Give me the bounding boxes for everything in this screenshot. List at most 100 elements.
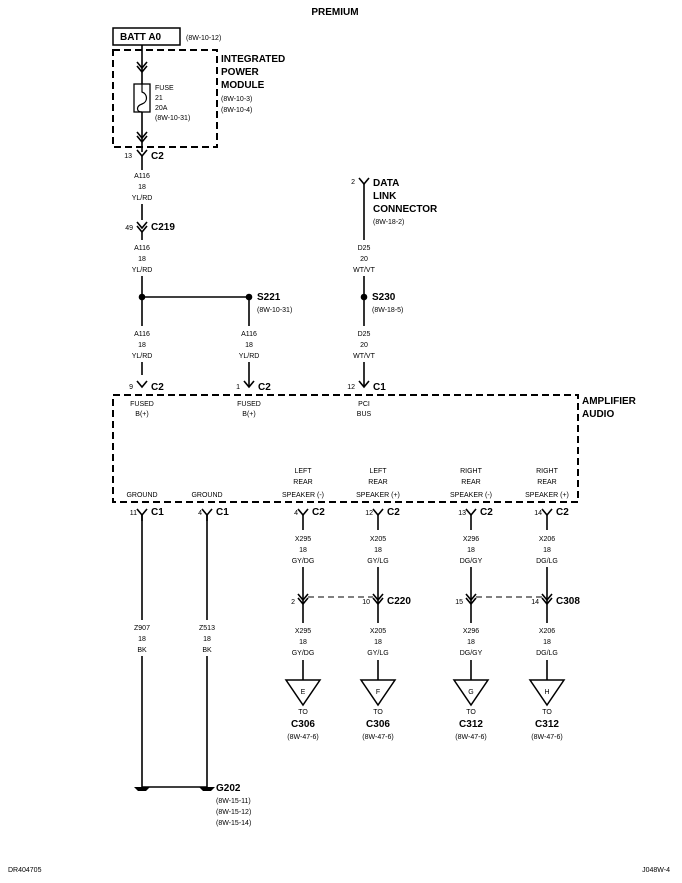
off-page-connector-2-conn: C312 xyxy=(459,719,483,730)
fuse-label-4: (8W-10-31) xyxy=(155,115,190,122)
speaker-wire-1-circuit-upper: X205 xyxy=(370,536,386,543)
amp-conn-3-label-1: PCI xyxy=(358,401,370,408)
g202-ref-1: (8W-15-11) xyxy=(216,798,251,805)
speaker-wire-0-color-lower: GY/DG xyxy=(292,650,315,657)
d25-gauge-2: 20 xyxy=(360,342,368,349)
d25-circuit-2: D25 xyxy=(358,331,371,338)
d25-label-bg-1 xyxy=(348,240,380,276)
mid-connector-2-pin: 15 xyxy=(455,599,463,606)
a116-color-1: YL/RD xyxy=(132,195,153,202)
amplifier-name-2: AUDIO xyxy=(582,409,614,420)
speaker-wire-3-color-upper: DG/LG xyxy=(536,558,558,565)
amp-connector-fused-2: 1 C2 FUSED B(+) xyxy=(236,380,271,418)
c2-top-pin: 13 xyxy=(124,153,132,160)
a116-color-2: YL/RD xyxy=(132,267,153,274)
ground-symbol-2-icon xyxy=(199,787,215,791)
off-page-connector-3-letter: H xyxy=(544,689,549,696)
off-page-connector-0-conn: C306 xyxy=(291,719,315,730)
off-page-connector-3-conn: C312 xyxy=(535,719,559,730)
batt-ref: (8W-10-12) xyxy=(186,35,221,42)
terminal-0-name: C1 xyxy=(151,507,164,518)
dlc-name-3: CONNECTOR xyxy=(373,204,438,215)
speaker-wire-1-gauge-upper: 18 xyxy=(374,547,382,554)
amp-conn-2-label-2: B(+) xyxy=(242,411,255,418)
footer-left: DR404705 xyxy=(8,867,42,874)
amp-connector-fused-1: 9 C2 FUSED B(+) xyxy=(129,380,164,418)
amp-conn-2-name: C2 xyxy=(258,382,271,393)
off-page-connector-3-icon xyxy=(528,679,566,707)
speaker-circuits: X29518GY/DG2X29518GY/DGETOC306(8W-47-6)X… xyxy=(284,521,580,741)
speaker-wire-0-circuit-lower: X295 xyxy=(295,628,311,635)
c219-name: C219 xyxy=(151,222,175,233)
s221-ref: (8W-10-31) xyxy=(257,307,292,314)
ipm-out-arrows xyxy=(136,131,148,144)
s230-splice-dot xyxy=(360,293,368,301)
speaker-wire-0-gauge-upper: 18 xyxy=(299,547,307,554)
terminal-4-name: C2 xyxy=(480,507,493,518)
speaker-wire-1-color-lower: GY/LG xyxy=(367,650,388,657)
ipm-name-1: INTEGRATED xyxy=(221,54,285,65)
off-page-connector-2-letter: G xyxy=(468,689,473,696)
ground-symbol-1-icon xyxy=(134,787,150,791)
d25-label-bg-2 xyxy=(348,326,380,362)
amp-conn-1-label-1: FUSED xyxy=(130,401,154,408)
amp-conn-3-name: C1 xyxy=(373,382,386,393)
a116-label-bg-1 xyxy=(126,170,158,204)
terminal-2-label-3: SPEAKER (-) xyxy=(282,492,324,499)
g202-name: G202 xyxy=(216,783,241,794)
amp-conn-3-icon xyxy=(358,380,370,389)
mid-connector-0-pin: 2 xyxy=(291,599,295,606)
d25-gauge-1: 20 xyxy=(360,256,368,263)
speaker-wire-3-label-bg-lower xyxy=(530,623,564,660)
terminal-5-label-2: REAR xyxy=(537,479,556,486)
speaker-wire-0-circuit-upper: X295 xyxy=(295,536,311,543)
speaker-wire-2-label-bg-lower xyxy=(454,623,488,660)
mid-connector-0-icon xyxy=(297,593,309,606)
mid-connector-1-name: C220 xyxy=(387,596,411,607)
terminal-4-label-1: RIGHT xyxy=(460,468,483,475)
terminal-4-connector-icon xyxy=(465,508,477,517)
mid-connector-1-icon xyxy=(372,593,384,606)
ipm-name-2: POWER xyxy=(221,67,260,78)
off-page-connector-1-to: TO xyxy=(373,709,383,716)
terminal-0-label-3: GROUND xyxy=(126,492,157,499)
terminal-4-pin: 13 xyxy=(458,510,466,517)
a116-gauge-2: 18 xyxy=(138,256,146,263)
speaker-wire-0-label-bg-upper xyxy=(286,530,320,567)
terminal-3-label-1: LEFT xyxy=(369,468,387,475)
amp-conn-2-pin: 1 xyxy=(236,384,240,391)
c219-pin: 49 xyxy=(125,225,133,232)
terminal-1-label-3: GROUND xyxy=(191,492,222,499)
ipm-name-3: MODULE xyxy=(221,80,265,91)
dlc-ref: (8W-18-2) xyxy=(373,219,404,226)
ground-wire-2-circuit: Z513 xyxy=(199,625,215,632)
speaker-wire-1-label-bg-lower xyxy=(361,623,395,660)
ground-wire-2-label-bg xyxy=(191,620,223,656)
footer-right: J048W-4 xyxy=(642,867,670,874)
terminal-1-connector-icon xyxy=(201,508,213,517)
terminal-3-pin: 12 xyxy=(365,510,373,517)
speaker-wire-0-label-bg-lower xyxy=(286,623,320,660)
mid-connector-1-pin: 10 xyxy=(362,599,370,606)
g202-ref-2: (8W-15-12) xyxy=(216,809,251,816)
batt-box xyxy=(112,27,181,46)
speaker-wire-3-color-lower: DG/LG xyxy=(536,650,558,657)
ground-wire-2-gauge: 18 xyxy=(203,636,211,643)
terminal-2-name: C2 xyxy=(312,507,325,518)
speaker-wire-3-circuit-upper: X206 xyxy=(539,536,555,543)
off-page-connector-2-icon xyxy=(452,679,490,707)
d25-circuit-1: D25 xyxy=(358,245,371,252)
speaker-wire-0-gauge-lower: 18 xyxy=(299,639,307,646)
terminal-3-label-2: REAR xyxy=(368,479,387,486)
speaker-wire-2-gauge-lower: 18 xyxy=(467,639,475,646)
d25-color-2: WT/VT xyxy=(353,353,375,360)
off-page-connector-1-letter: F xyxy=(376,689,380,696)
terminal-3-connector-icon xyxy=(372,508,384,517)
off-page-connector-1-conn: C306 xyxy=(366,719,390,730)
fuse-label-3: 20A xyxy=(155,105,168,112)
dlc-name-2: LINK xyxy=(373,191,397,202)
off-page-connector-0-letter: E xyxy=(301,689,306,696)
terminal-2-connector-icon xyxy=(297,508,309,517)
a116-circuit-2: A116 xyxy=(134,245,150,252)
